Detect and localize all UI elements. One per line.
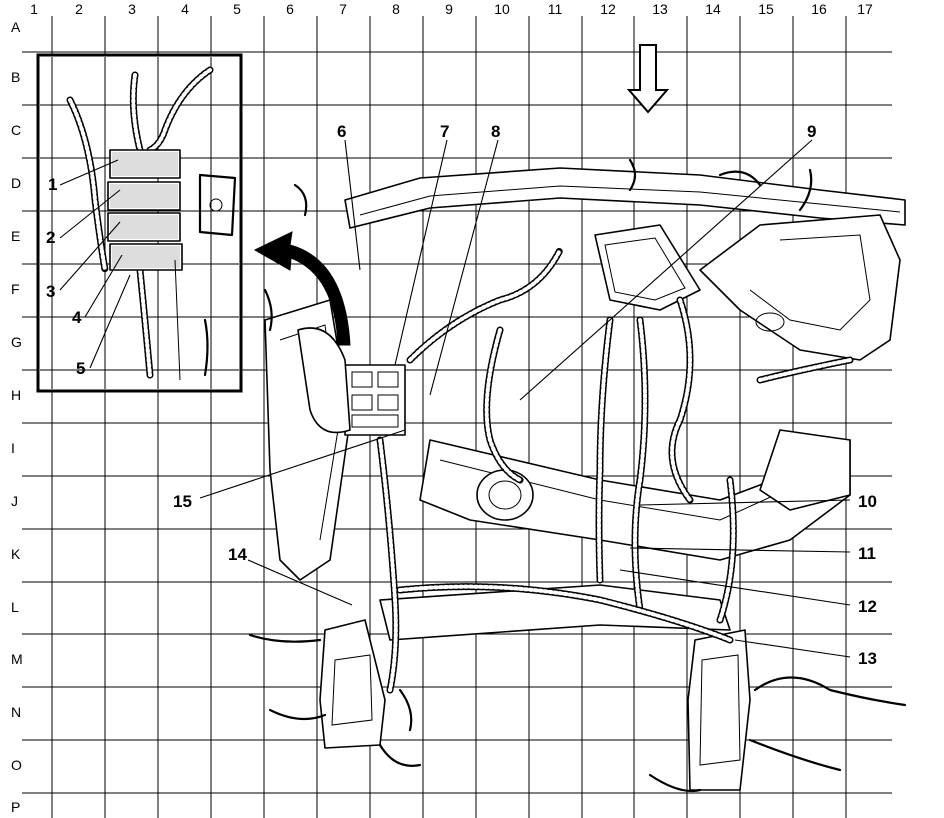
column-label: 13 xyxy=(652,1,668,17)
callout-3: 3 xyxy=(46,282,55,301)
column-label: 6 xyxy=(286,1,294,17)
callout-12: 12 xyxy=(858,597,877,616)
callout-13: 13 xyxy=(858,649,877,668)
row-label: G xyxy=(11,334,22,350)
row-label: O xyxy=(11,757,22,773)
column-label: 3 xyxy=(128,1,136,17)
callout-4: 4 xyxy=(72,308,82,327)
callout-8: 8 xyxy=(491,122,500,141)
wiring-harnesses xyxy=(248,158,907,793)
callout-9: 9 xyxy=(807,122,816,141)
callout-15: 15 xyxy=(173,492,192,511)
row-label: J xyxy=(11,493,18,509)
row-label: H xyxy=(11,387,21,403)
main-callouts: 6 7 8 9 10 11 12 13 14 15 xyxy=(173,122,877,668)
row-label: P xyxy=(11,799,20,815)
row-label: C xyxy=(11,122,21,138)
row-label: N xyxy=(11,704,21,720)
callout-1: 1 xyxy=(48,175,57,194)
column-label: 15 xyxy=(758,1,774,17)
row-label: I xyxy=(11,440,15,456)
inset-callouts: 1 2 3 4 5 xyxy=(46,175,85,378)
row-label: K xyxy=(11,546,21,562)
column-label: 1 xyxy=(30,1,38,17)
column-label: 8 xyxy=(392,1,400,17)
row-label: D xyxy=(11,175,21,191)
column-label: 4 xyxy=(181,1,189,17)
main-leaders xyxy=(199,139,851,658)
column-label: 5 xyxy=(233,1,241,17)
callout-5: 5 xyxy=(76,359,85,378)
down-arrow-icon xyxy=(626,44,670,114)
column-label: 7 xyxy=(339,1,347,17)
column-label: 16 xyxy=(811,1,827,17)
vehicle-structure-drawing xyxy=(264,167,906,791)
row-label: F xyxy=(11,281,20,297)
callout-2: 2 xyxy=(46,228,55,247)
row-labels: A B C D E F G H I J K L M N O P xyxy=(11,19,23,815)
column-label: 12 xyxy=(600,1,616,17)
column-label: 10 xyxy=(494,1,510,17)
row-label: A xyxy=(11,19,21,35)
row-label: M xyxy=(11,651,23,667)
detail-inset xyxy=(36,53,243,393)
column-label: 2 xyxy=(75,1,83,17)
column-labels: 1 2 3 4 5 6 7 8 9 10 11 12 13 14 15 16 1… xyxy=(30,1,873,17)
inset-leaders xyxy=(59,159,131,369)
callout-10: 10 xyxy=(858,492,877,511)
row-label: L xyxy=(11,599,19,615)
column-label: 9 xyxy=(445,1,453,17)
callout-14: 14 xyxy=(228,545,247,564)
callout-7: 7 xyxy=(440,122,449,141)
callout-6: 6 xyxy=(337,122,346,141)
column-label: 14 xyxy=(705,1,721,17)
column-label: 11 xyxy=(548,1,563,17)
column-label: 17 xyxy=(857,1,873,17)
row-label: E xyxy=(11,228,20,244)
callout-11: 11 xyxy=(858,544,876,563)
row-label: B xyxy=(11,69,20,85)
curved-arrow-icon xyxy=(253,231,351,346)
